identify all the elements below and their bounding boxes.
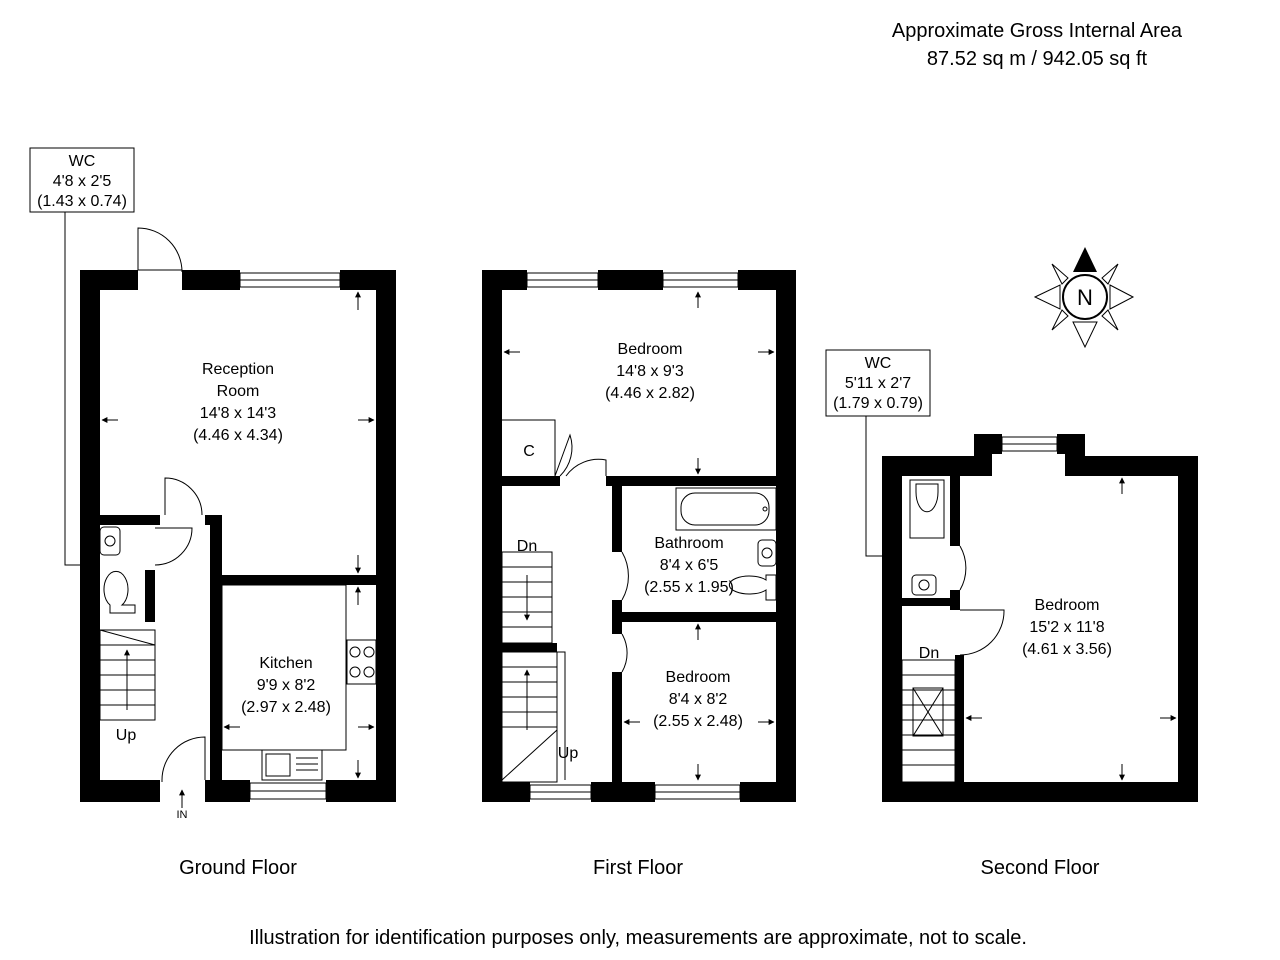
stairs-down-label: Dn — [517, 538, 537, 555]
second-floor-plan: WC 5'11 x 2'7 (1.79 x 0.79) Bedroom 15'2… — [825, 349, 1198, 879]
bedroom-main-metric: (4.46 x 2.82) — [605, 385, 695, 402]
basin — [757, 539, 777, 567]
bathtub — [675, 487, 777, 531]
entrance-label: IN — [177, 809, 188, 821]
gross-area-header: Approximate Gross Internal Area 87.52 sq… — [892, 20, 1183, 70]
wall — [612, 672, 622, 782]
gross-area-title: Approximate Gross Internal Area — [892, 20, 1183, 42]
wall — [612, 600, 622, 612]
wall — [740, 782, 796, 802]
stairs-up-label: Up — [558, 745, 579, 762]
wall — [205, 780, 250, 802]
wall — [606, 476, 776, 486]
wall — [326, 780, 396, 802]
ground-floor-title: Ground Floor — [179, 857, 297, 879]
wc-imperial: 5'11 x 2'7 — [845, 375, 911, 392]
wall — [502, 643, 557, 652]
wc-label-box — [29, 147, 135, 213]
gross-area-value: 87.52 sq m / 942.05 sq ft — [927, 48, 1148, 70]
reception-imperial: 14'8 x 14'3 — [200, 405, 276, 422]
reception-name-line2: Room — [217, 383, 260, 400]
wall — [100, 515, 160, 525]
wall — [482, 270, 502, 802]
ground-floor-plan: WC 4'8 x 2'5 (1.43 x 0.74) Reception Roo… — [29, 147, 396, 879]
wall — [145, 570, 155, 622]
basin — [911, 574, 937, 596]
wc-label-box — [825, 349, 931, 417]
disclaimer-text: Illustration for identification purposes… — [249, 927, 1027, 949]
wall — [612, 622, 622, 634]
bathroom-name: Bathroom — [654, 535, 723, 552]
bedroom-small-imperial: 8'4 x 8'2 — [669, 691, 728, 708]
bedroom-main-imperial: 14'8 x 9'3 — [616, 363, 684, 380]
wc-name: WC — [865, 355, 892, 372]
bedroom-small-name: Bedroom — [666, 669, 731, 686]
bathroom-metric: (2.55 x 1.95) — [644, 579, 734, 596]
bathroom-imperial: 8'4 x 6'5 — [660, 557, 719, 574]
bedroom-small-metric: (2.55 x 2.48) — [653, 713, 743, 730]
wc-metric: (1.79 x 0.79) — [833, 395, 923, 412]
wall — [902, 598, 960, 606]
wall — [1065, 456, 1198, 476]
wc-imperial: 4'8 x 2'5 — [53, 173, 112, 190]
reception-name: Reception — [202, 361, 274, 378]
wall — [974, 434, 1002, 454]
toilet — [728, 574, 777, 601]
wall — [776, 270, 796, 802]
wall — [591, 782, 655, 802]
staircase-up — [501, 651, 558, 783]
compass-north-letter: N — [1077, 285, 1093, 310]
first-floor-title: First Floor — [593, 857, 683, 879]
basin — [99, 526, 121, 556]
wall — [80, 270, 100, 802]
wall — [950, 476, 960, 546]
wall — [612, 486, 622, 552]
wall — [80, 780, 160, 802]
wall — [612, 612, 776, 622]
bedroom-main-name: Bedroom — [618, 341, 683, 358]
hob — [346, 639, 377, 685]
wall — [598, 270, 663, 290]
sink — [261, 749, 323, 781]
stairs-down-label: Dn — [919, 645, 939, 662]
wall — [955, 655, 964, 782]
wc-name: WC — [69, 153, 96, 170]
kitchen-metric: (2.97 x 2.48) — [241, 699, 331, 716]
wall — [210, 515, 222, 780]
stairs-up-label: Up — [116, 727, 137, 744]
skylight — [912, 687, 944, 737]
kitchen-imperial: 9'9 x 8'2 — [257, 677, 316, 694]
first-floor-plan: Bedroom 14'8 x 9'3 (4.46 x 2.82) C Bathr… — [482, 270, 796, 879]
compass-rose-icon: N — [1033, 247, 1135, 349]
wall — [882, 456, 992, 476]
wall — [882, 782, 1198, 802]
bedroom-metric: (4.61 x 3.56) — [1022, 641, 1112, 658]
wall — [1178, 456, 1198, 802]
wall — [376, 270, 396, 802]
wall — [182, 270, 240, 290]
bedroom-imperial: 15'2 x 11'8 — [1029, 619, 1104, 636]
cupboard-label: C — [523, 443, 535, 460]
toilet — [103, 570, 136, 614]
second-floor-title: Second Floor — [981, 857, 1100, 879]
kitchen-name: Kitchen — [259, 655, 312, 672]
wall — [502, 476, 560, 486]
wall — [222, 575, 376, 585]
wall — [882, 456, 902, 802]
reception-metric: (4.46 x 4.34) — [193, 427, 283, 444]
wc-metric: (1.43 x 0.74) — [37, 193, 127, 210]
wall — [482, 782, 530, 802]
staircase-down — [901, 659, 956, 783]
toilet — [915, 483, 939, 513]
bedroom-name: Bedroom — [1035, 597, 1100, 614]
